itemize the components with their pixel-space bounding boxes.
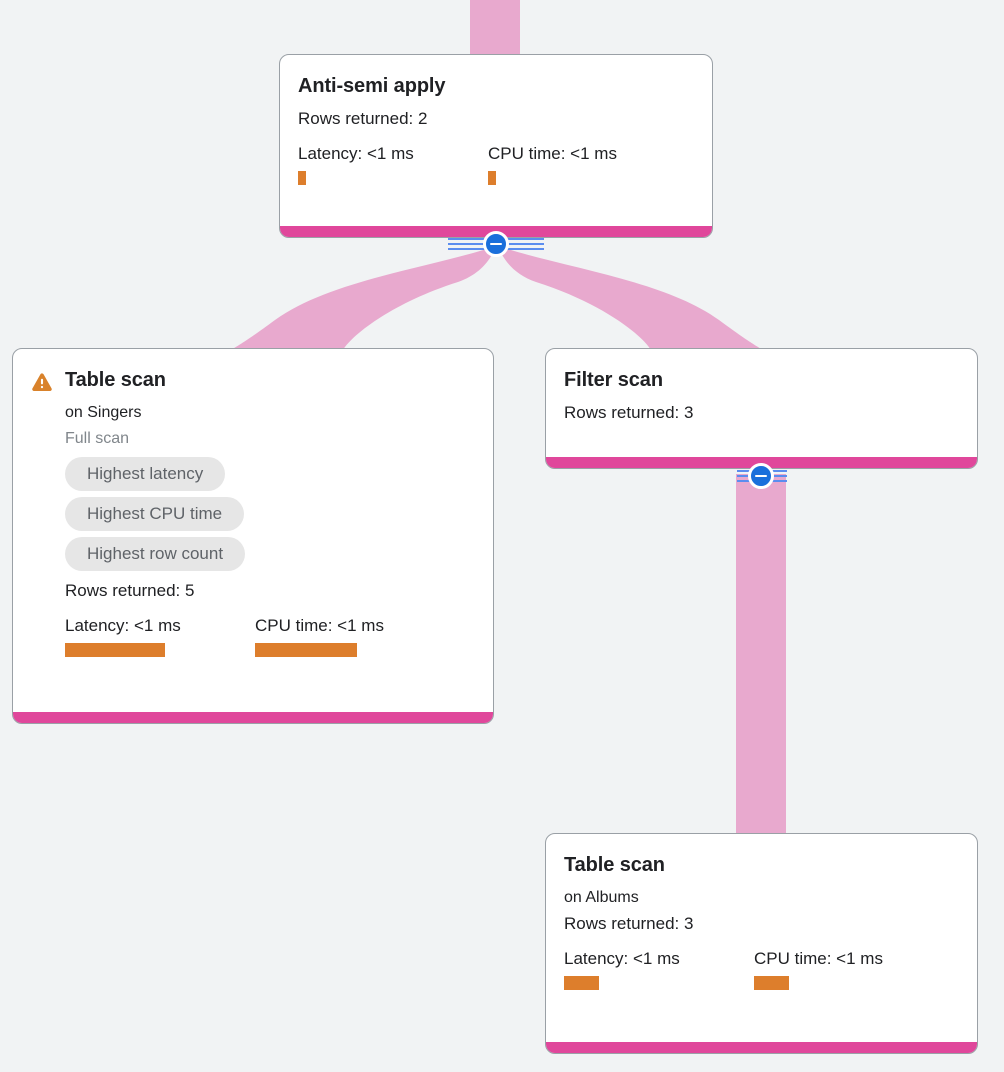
edge-antisemi-to-tablescan-singers <box>231 246 496 350</box>
plan-node-anti-semi-apply[interactable]: Anti-semi apply Rows returned: 2 Latency… <box>279 54 713 238</box>
edge-antisemi-to-filterscan <box>498 246 763 350</box>
metric-cpu-label: CPU time: <1 ms <box>488 144 617 163</box>
node-title: Table scan <box>564 854 665 876</box>
node-rows-returned: Rows returned: 3 <box>564 914 694 933</box>
collapse-toggle-anti-semi-apply[interactable] <box>483 231 509 257</box>
metric-latency-label: Latency: <1 ms <box>65 616 181 635</box>
node-rows-returned: Rows returned: 2 <box>298 109 428 128</box>
node-title: Filter scan <box>564 369 663 391</box>
metric-cpu-bar <box>255 643 357 657</box>
node-header: Filter scan <box>564 367 959 393</box>
plan-node-table-scan-albums[interactable]: Table scan on Albums Rows returned: 3 La… <box>545 833 978 1054</box>
node-accent-bar <box>546 457 977 468</box>
metric-latency-bar <box>564 976 599 990</box>
metric-latency-label: Latency: <1 ms <box>564 949 680 968</box>
metric-cpu-bar <box>754 976 789 990</box>
node-metrics: Latency: <1 ms CPU time: <1 ms <box>65 615 475 657</box>
node-header: Table scan <box>564 852 959 878</box>
node-rows-returned: Rows returned: 5 <box>65 581 195 600</box>
badge-highest-cpu-time[interactable]: Highest CPU time <box>65 497 245 531</box>
plan-node-filter-scan[interactable]: Filter scan Rows returned: 3 <box>545 348 978 469</box>
node-accent-bar <box>13 712 493 723</box>
node-metrics: Latency: <1 ms CPU time: <1 ms <box>564 948 959 990</box>
badge-highest-latency[interactable]: Highest latency <box>65 457 226 491</box>
node-header: Anti-semi apply <box>298 73 694 99</box>
plan-node-table-scan-singers[interactable]: Table scan on Singers Full scan Highest … <box>12 348 494 724</box>
warning-triangle-icon <box>32 373 52 392</box>
node-badge-list: Highest latency Highest CPU time Highest… <box>65 457 475 571</box>
metric-cpu: CPU time: <1 ms <box>255 615 384 657</box>
metric-cpu-bar <box>488 171 496 185</box>
node-title: Table scan <box>65 369 166 391</box>
node-metrics: Latency: <1 ms CPU time: <1 ms <box>298 143 694 185</box>
metric-latency-bar <box>298 171 306 185</box>
node-body: Filter scan Rows returned: 3 <box>546 349 977 457</box>
node-body: Anti-semi apply Rows returned: 2 Latency… <box>280 55 712 226</box>
node-subtitle: on Albums <box>564 889 639 906</box>
edge-filterscan-to-tablescan-albums <box>736 474 786 840</box>
minus-icon <box>490 242 502 246</box>
node-scan-type: Full scan <box>65 430 130 447</box>
metric-latency: Latency: <1 ms <box>298 143 488 185</box>
node-body: Table scan on Singers Full scan Highest … <box>13 349 493 712</box>
node-body: Table scan on Albums Rows returned: 3 La… <box>546 834 977 1042</box>
node-rows-returned: Rows returned: 3 <box>564 403 694 422</box>
minus-icon <box>755 474 767 478</box>
metric-cpu: CPU time: <1 ms <box>488 143 617 185</box>
metric-cpu: CPU time: <1 ms <box>754 948 883 990</box>
node-title: Anti-semi apply <box>298 75 446 97</box>
metric-cpu-label: CPU time: <1 ms <box>255 616 384 635</box>
metric-latency: Latency: <1 ms <box>564 948 754 990</box>
node-accent-bar <box>546 1042 977 1053</box>
badge-highest-row-count[interactable]: Highest row count <box>65 537 246 571</box>
node-details: on Singers Full scan Highest latency Hig… <box>31 393 475 657</box>
collapse-toggle-filter-scan[interactable] <box>748 463 774 489</box>
metric-latency-label: Latency: <1 ms <box>298 144 414 163</box>
metric-latency: Latency: <1 ms <box>65 615 255 657</box>
node-subtitle: on Singers <box>65 404 142 421</box>
metric-latency-bar <box>65 643 165 657</box>
metric-cpu-label: CPU time: <1 ms <box>754 949 883 968</box>
edge-root-inbound <box>470 0 520 56</box>
node-header: Table scan <box>31 367 475 393</box>
